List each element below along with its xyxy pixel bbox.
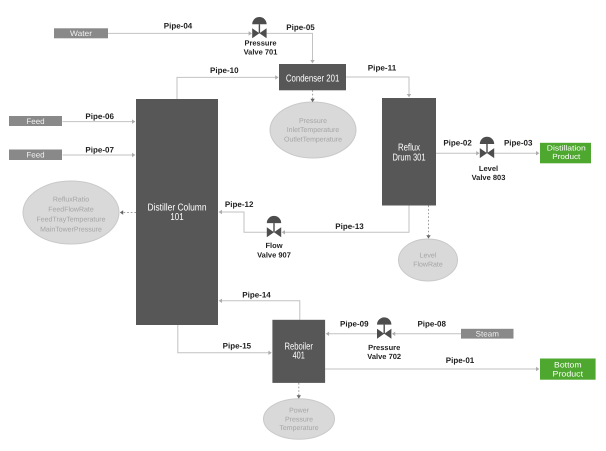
svg-text:Pressure: Pressure — [285, 416, 313, 423]
svg-text:Level: Level — [420, 252, 437, 260]
svg-text:Product: Product — [552, 152, 581, 161]
svg-text:Condenser 201: Condenser 201 — [286, 73, 340, 84]
svg-text:Product: Product — [553, 370, 584, 379]
svg-text:Pressure: Pressure — [299, 118, 327, 125]
svg-text:Pipe-11: Pipe-11 — [368, 64, 397, 73]
svg-text:Flow: Flow — [265, 241, 282, 250]
svg-text:Temperature: Temperature — [279, 425, 318, 432]
svg-text:Pipe-04: Pipe-04 — [164, 21, 193, 30]
svg-text:Bottom: Bottom — [554, 361, 582, 370]
svg-text:Reflux: Reflux — [398, 143, 420, 154]
svg-text:Pipe-10: Pipe-10 — [210, 66, 239, 75]
svg-text:Pipe-14: Pipe-14 — [242, 290, 271, 299]
svg-text:Pipe-13: Pipe-13 — [335, 222, 364, 231]
svg-text:MainTowerPressure: MainTowerPressure — [40, 226, 102, 234]
svg-text:Pipe-06: Pipe-06 — [85, 112, 114, 121]
svg-text:Valve 702: Valve 702 — [367, 352, 401, 361]
svg-text:Pipe-09: Pipe-09 — [340, 319, 369, 328]
svg-text:RefluxRatio: RefluxRatio — [53, 195, 89, 203]
svg-text:Pipe-03: Pipe-03 — [504, 139, 533, 148]
svg-text:Pipe-15: Pipe-15 — [223, 342, 252, 351]
svg-text:Pipe-12: Pipe-12 — [225, 200, 254, 209]
svg-text:FeedFlowRate: FeedFlowRate — [48, 205, 94, 213]
svg-text:Pressure: Pressure — [368, 343, 400, 352]
svg-text:Valve 701: Valve 701 — [244, 47, 278, 56]
svg-text:Pipe-02: Pipe-02 — [443, 139, 472, 148]
svg-text:Feed: Feed — [26, 117, 44, 126]
svg-text:Pipe-08: Pipe-08 — [417, 319, 446, 328]
svg-text:Reboiler: Reboiler — [285, 341, 314, 352]
svg-text:Distillation: Distillation — [547, 144, 586, 153]
svg-text:Pipe-05: Pipe-05 — [286, 23, 315, 32]
svg-text:Valve 803: Valve 803 — [472, 173, 506, 182]
svg-text:Distiller Column: Distiller Column — [148, 203, 207, 214]
svg-text:Drum 301: Drum 301 — [392, 153, 425, 164]
svg-text:FeedTrayTemperature: FeedTrayTemperature — [37, 216, 106, 224]
svg-text:InletTemperature: InletTemperature — [287, 126, 340, 134]
svg-text:101: 101 — [170, 212, 184, 223]
svg-text:Pressure: Pressure — [244, 39, 276, 48]
svg-text:Pipe-07: Pipe-07 — [85, 145, 114, 154]
svg-text:Power: Power — [289, 407, 310, 414]
svg-text:401: 401 — [293, 351, 306, 362]
svg-text:OutletTemperature: OutletTemperature — [284, 135, 342, 143]
svg-text:Feed: Feed — [26, 150, 44, 159]
svg-text:Level: Level — [479, 164, 498, 173]
svg-text:Pipe-01: Pipe-01 — [446, 356, 475, 365]
svg-text:Water: Water — [70, 29, 92, 38]
svg-text:Steam: Steam — [476, 330, 500, 339]
svg-text:FlowRate: FlowRate — [413, 261, 443, 269]
svg-text:Valve 907: Valve 907 — [257, 251, 291, 260]
